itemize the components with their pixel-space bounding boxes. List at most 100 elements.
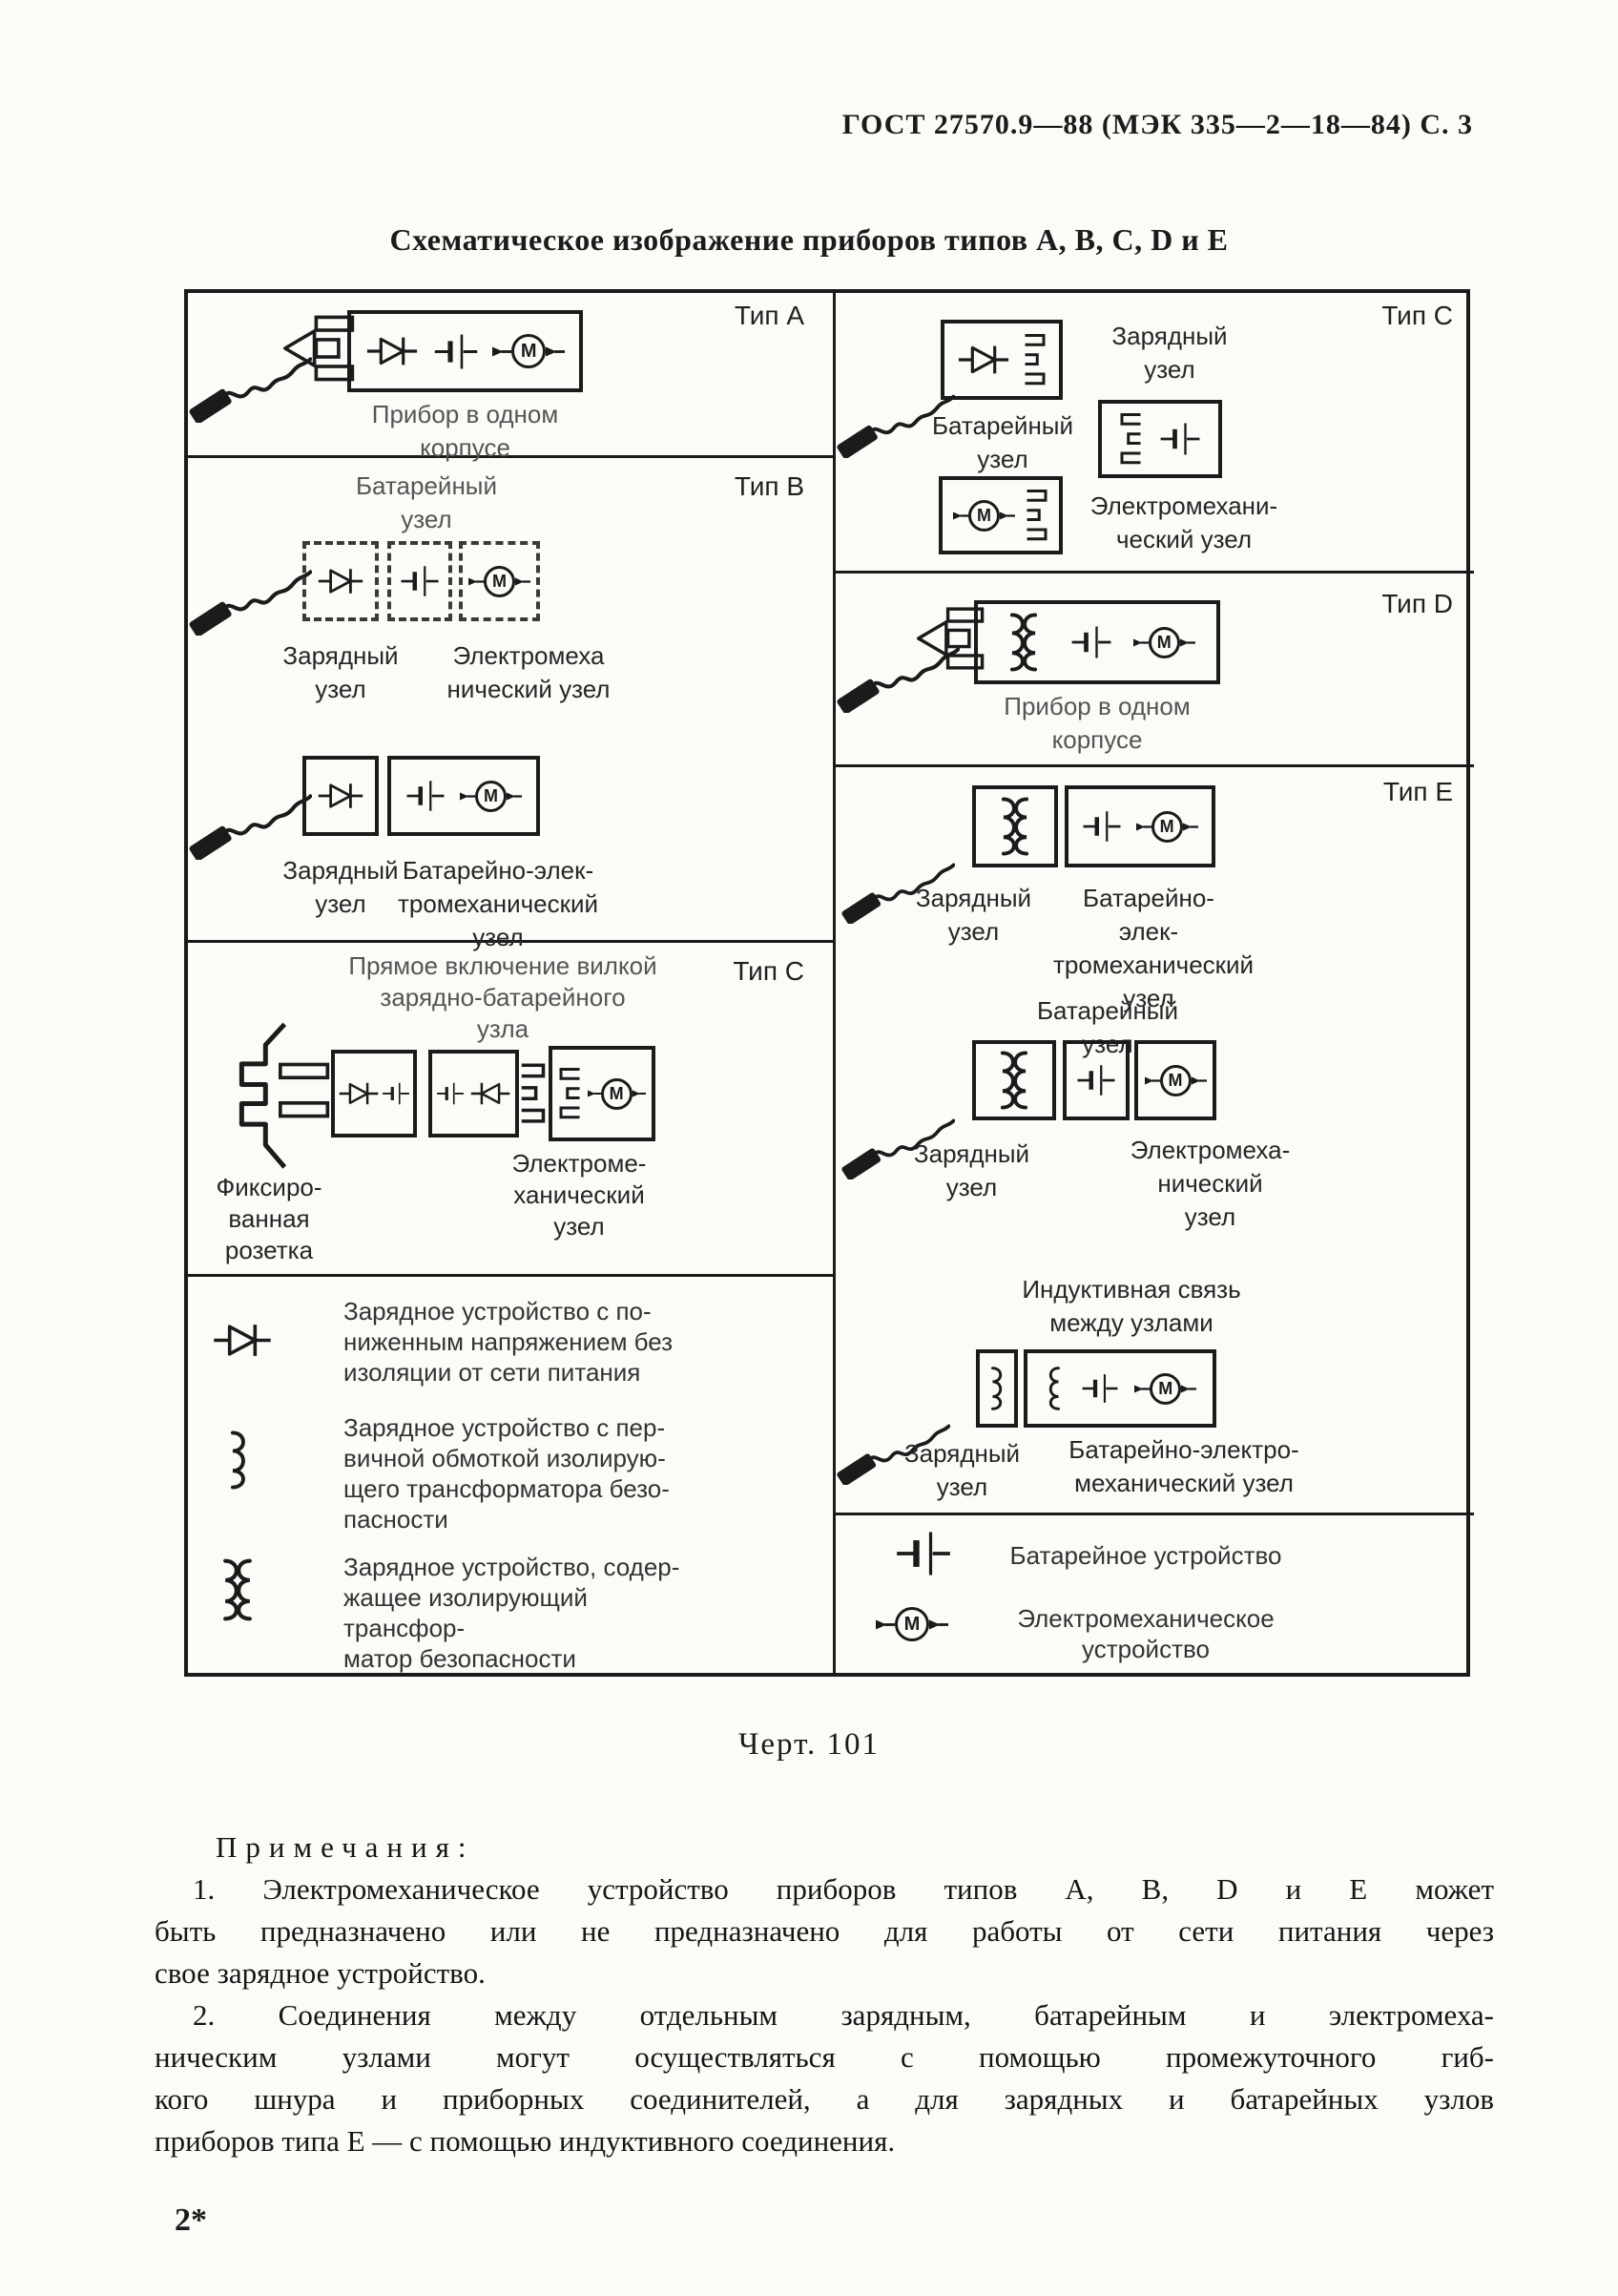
diode-icon: [338, 1080, 380, 1107]
type-e-row2-charging-label: Зарядный узел: [913, 1139, 1030, 1201]
charging-battery-unit-box: [331, 1050, 417, 1138]
arrow-lead-icon: [953, 511, 968, 520]
plug-cord-icon: [188, 549, 312, 636]
type-c-right-charging-label: Зарядный узел: [1111, 322, 1228, 384]
type-c-direct-plug-caption: Прямое включение вилкой зарядно-батарейн…: [348, 951, 657, 1043]
arrow-lead-icon: [1192, 1076, 1207, 1085]
arrow-lead-icon: [1145, 1076, 1160, 1085]
note-line: кого шнура и приборных соединителей, а д…: [155, 2082, 1494, 2116]
connector-icon: [520, 1055, 547, 1132]
note-line: приборов типа Е — с помощью индуктивного…: [155, 2124, 896, 2158]
arrow-lead-icon: [1000, 511, 1015, 520]
section-type-e: Тип Е М Зарядный узел Батарейно-элек- тр…: [836, 767, 1474, 1515]
type-e-row2-motor-label: Электромеха- нический узел: [1130, 1136, 1291, 1231]
charging-unit-box: [972, 785, 1058, 867]
notes-heading: Примечания:: [216, 1830, 475, 1864]
motor-icon: М: [468, 565, 530, 597]
section-legend-left: Зарядное устройство с по- ниженным напря…: [188, 1277, 833, 1679]
motor-letter: М: [1151, 810, 1183, 843]
motor-unit-box: М: [459, 541, 540, 621]
type-b-row1-motor-label: Электромеха нический узел: [446, 641, 611, 703]
battery-icon: [382, 1079, 410, 1108]
arrow-lead-icon: [588, 1090, 601, 1097]
type-b-row2-bem-label: Батарейно-элек- тромеханический узел: [397, 856, 599, 951]
section-type-a: Тип А М Прибор в одном корпусе: [188, 293, 833, 462]
battery-icon: [1076, 1063, 1116, 1097]
battery-icon: [400, 564, 440, 598]
arrow-lead-icon: [1133, 638, 1149, 647]
motor-unit-box: М: [1134, 1040, 1216, 1120]
safety-transformer-icon: [211, 1557, 264, 1622]
page-title: Схематическое изображение приборов типов…: [389, 222, 1229, 257]
type-b-battery-unit-caption: Батарейный узел: [355, 471, 498, 533]
connector-icon: [558, 1060, 581, 1127]
arrow-lead-icon: [546, 346, 565, 357]
single-housing-box: М: [974, 600, 1220, 684]
motor-letter: М: [1159, 1064, 1192, 1096]
section-type-b: Тип В Батарейный узел М Зарядный узел Эл…: [188, 458, 833, 951]
arrow-lead-icon: [1134, 1385, 1150, 1393]
motor-letter: М: [968, 499, 1000, 532]
type-d-caption: Прибор в одном корпусе: [1004, 692, 1191, 754]
motor-letter: М: [895, 1607, 929, 1641]
motor-unit-box: М: [939, 476, 1063, 554]
battery-icon: [1082, 809, 1122, 844]
type-e-row3-induction-caption: Индуктивная связь между узлами: [1022, 1275, 1241, 1337]
notes-block: Примечания: 1. Электромеханическое устро…: [155, 1830, 1494, 2162]
section-legend-right: Батарейное устройство М Электромеханичес…: [836, 1515, 1474, 1679]
type-e-tag: Тип Е: [1382, 777, 1453, 806]
note-line: быть предназначено или не предназначено …: [155, 1914, 1494, 1948]
arrow-lead-icon: [1181, 1385, 1196, 1393]
primary-winding-icon: [224, 1430, 253, 1491]
type-c-right-battery-label: Батарейный узел: [931, 411, 1074, 473]
type-a-tag: Тип А: [734, 301, 804, 330]
type-e-row3-charging-label: Зарядный узел: [903, 1439, 1021, 1501]
charging-unit-box: [941, 320, 1063, 400]
primary-winding-icon: [986, 1359, 1007, 1418]
charging-unit-box: [972, 1040, 1056, 1120]
column-divider: [833, 293, 836, 1673]
safety-transformer-icon: [989, 1050, 1039, 1111]
motor-letter: М: [511, 334, 547, 368]
figure-101: Тип А М Прибор в одном корпусе Тип В Бат…: [184, 289, 1474, 1679]
motor-icon: М: [460, 780, 522, 812]
arrow-lead-icon: [633, 1090, 646, 1097]
battery-icon: [405, 779, 446, 813]
arrow-lead-icon: [507, 792, 522, 801]
type-b-tag: Тип В: [734, 471, 804, 501]
legend-battery-text: Батарейное устройство: [1009, 1541, 1282, 1570]
section-type-d: Тип D М Прибор в одном корпусе: [836, 574, 1474, 767]
type-c-right-motor-label: Электромехани- ческий узел: [1089, 491, 1278, 553]
note-line: свое зарядное устройство.: [155, 1956, 486, 1990]
motor-letter: М: [600, 1077, 633, 1110]
battery-icon: [433, 332, 479, 371]
arrow-lead-icon: [929, 1619, 948, 1630]
battery-motor-unit-box: М: [387, 756, 540, 836]
legend-motor-text: Электромеханическое устройство: [1017, 1604, 1275, 1663]
motor-icon: М: [876, 1607, 948, 1641]
diode-icon: [957, 343, 1010, 377]
type-c-tag: Тип С: [1381, 301, 1453, 330]
charging-unit-box: [302, 756, 379, 836]
legend-diode-text: Зарядное устройство с по- ниженным напря…: [343, 1297, 674, 1387]
motor-letter: М: [1150, 1372, 1182, 1405]
plug-pins-icon: [279, 1059, 331, 1122]
connector-icon: [1026, 484, 1048, 547]
page-header: ГОСТ 27570.9—88 (МЭК 335—2—18—84) С. 3: [841, 109, 1473, 140]
legend-transformer-text: Зарядное устройство, содер- жащее изолир…: [343, 1553, 680, 1673]
battery-unit-box: [387, 541, 452, 621]
type-c-left-motor-label: Электроме- ханический узел: [511, 1149, 647, 1241]
secondary-winding-icon: [1044, 1359, 1065, 1418]
motor-icon: М: [1133, 626, 1195, 658]
fixed-socket-label: Фиксиро- ванная розетка: [216, 1173, 322, 1264]
type-a-caption: Прибор в одном корпусе: [371, 400, 559, 462]
motor-icon: М: [1134, 1372, 1196, 1405]
motor-icon: М: [1145, 1064, 1207, 1096]
type-e-row1-bem-label: Батарейно-элек- тромеханический узел: [1053, 884, 1255, 1012]
battery-diode-unit-box: [428, 1050, 519, 1138]
arrow-lead-icon: [468, 577, 484, 586]
page-footer-mark: 2*: [175, 2202, 207, 2238]
battery-unit-box: [1063, 1040, 1130, 1120]
type-b-row2-charging-label: Зарядный узел: [282, 856, 399, 918]
